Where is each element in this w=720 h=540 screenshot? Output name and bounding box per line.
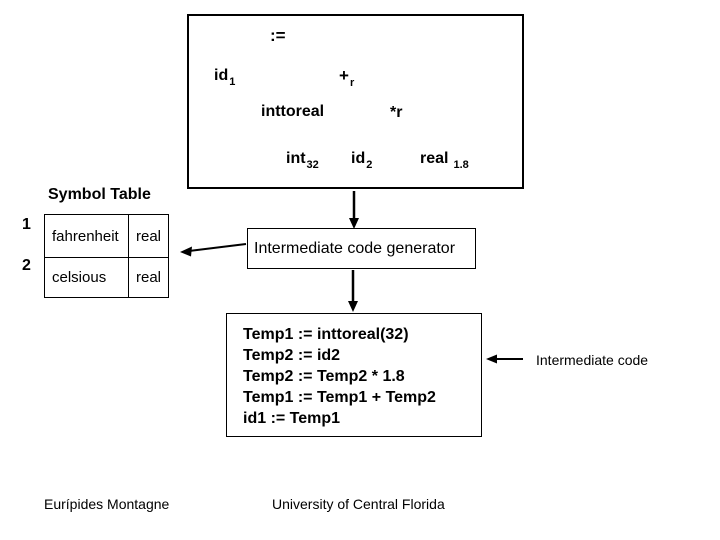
- footer-institution: University of Central Florida: [272, 496, 445, 512]
- tree-node-label: int: [286, 150, 306, 167]
- intermediate-code-generator-box: Intermediate code generator: [247, 228, 476, 269]
- symbol-table-cell-name: fahrenheit: [45, 215, 129, 258]
- footer-author: Eurípides Montagne: [44, 496, 170, 512]
- symbol-table-cell-name: celsious: [45, 258, 129, 297]
- tree-node-label: id: [214, 67, 229, 84]
- tree-node-label: inttoreal: [261, 103, 325, 120]
- tree-node-add-r: +r: [339, 66, 354, 89]
- arrowhead-generator-to-symtab: [180, 246, 192, 257]
- symbol-table-cell-type: real: [136, 269, 162, 286]
- arrowhead-generator-to-code: [348, 301, 358, 312]
- tree-node-label: +: [339, 66, 349, 85]
- tree-node-int32: int32: [286, 150, 319, 171]
- tree-node-subscript: 32: [306, 159, 319, 171]
- tree-node-inttoreal: inttoreal: [261, 104, 324, 120]
- tree-node-mul-r: *r: [390, 105, 402, 121]
- generator-label: Intermediate code generator: [254, 239, 456, 257]
- symbol-table-cell-type: real: [129, 215, 168, 258]
- code-line: id1 := Temp1: [243, 410, 341, 427]
- tree-node-subscript: 1.8: [453, 159, 469, 171]
- intermediate-code-box: Temp1 := inttoreal(32) Temp2 := id2 Temp…: [226, 313, 482, 437]
- tree-node-label: *r: [390, 104, 403, 121]
- symbol-table-title: Symbol Table: [48, 186, 151, 203]
- tree-node-id2: id2: [351, 150, 372, 171]
- arrowhead-label-to-code: [486, 354, 497, 364]
- tree-node-label: :=: [270, 26, 286, 45]
- tree-node-assign: :=: [270, 27, 286, 44]
- intermediate-code-label: Intermediate code: [536, 352, 649, 368]
- code-line: Temp2 := id2: [243, 347, 341, 364]
- tree-node-label: real: [420, 150, 449, 167]
- code-line: Temp2 := Temp2 * 1.8: [243, 368, 405, 385]
- syntax-tree-box: [187, 14, 524, 189]
- tree-node-subscript: 1: [229, 76, 236, 88]
- arrow-generator-to-symtab: [188, 243, 247, 252]
- tree-node-subscript: r: [349, 77, 355, 89]
- tree-node-real-const: real 1.8: [420, 150, 469, 171]
- code-line: Temp1 := inttoreal(32): [243, 326, 409, 343]
- code-line: Temp1 := Temp1 + Temp2: [243, 389, 436, 406]
- tree-node-label: id: [351, 150, 366, 167]
- symbol-table-row-index: 1: [22, 216, 31, 233]
- tree-node-subscript: 2: [366, 159, 373, 171]
- symbol-table-row-index: 2: [22, 257, 31, 274]
- tree-node-id1: id1: [214, 67, 235, 88]
- symbol-table: fahrenheit real celsious real: [44, 214, 169, 298]
